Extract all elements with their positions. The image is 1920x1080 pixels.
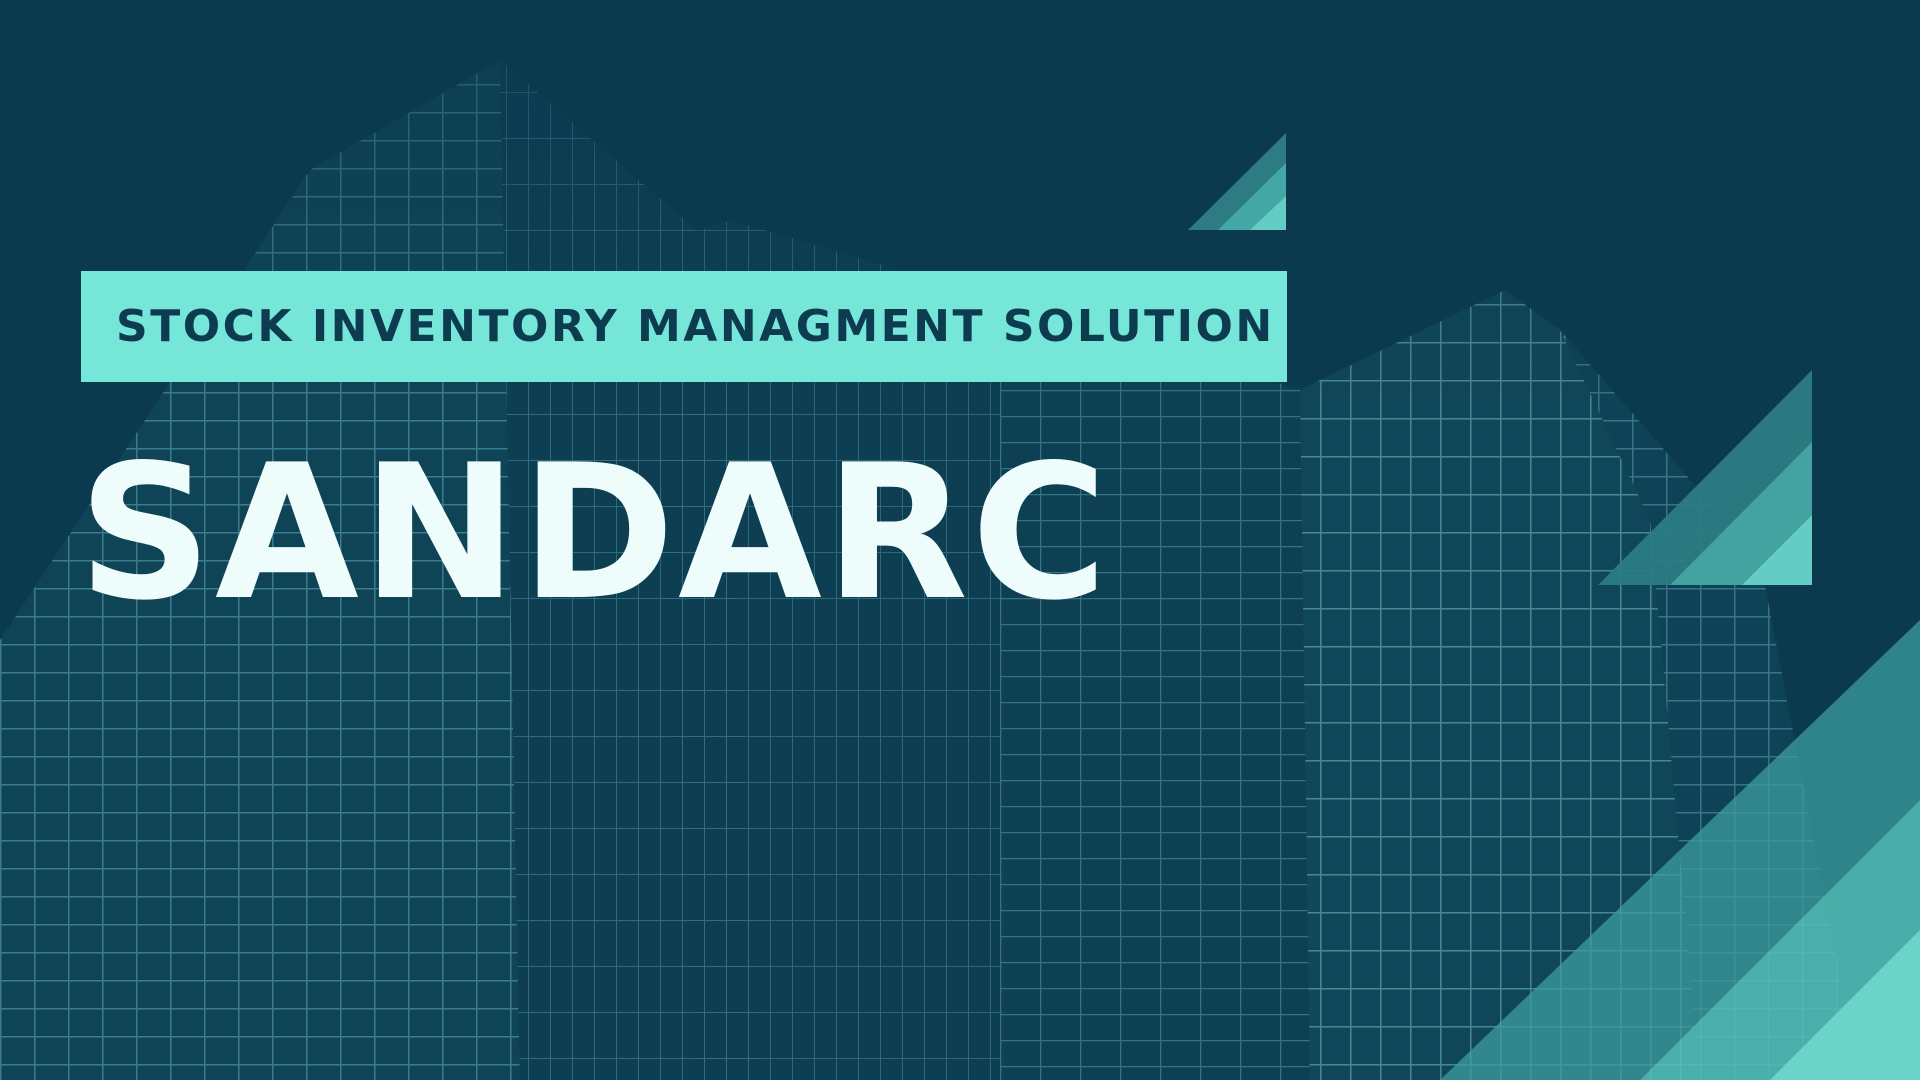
tagline-banner: STOCK INVENTORY MANAGMENT SOLUTION	[81, 271, 1287, 382]
decorative-stripes-bottom-right	[1440, 620, 1920, 1080]
brand-title: SANDARC	[78, 424, 1111, 641]
tagline-text: STOCK INVENTORY MANAGMENT SOLUTION	[116, 301, 1275, 352]
decorative-triangles-right	[1598, 370, 1812, 585]
decorative-triangles-top	[1188, 133, 1286, 230]
